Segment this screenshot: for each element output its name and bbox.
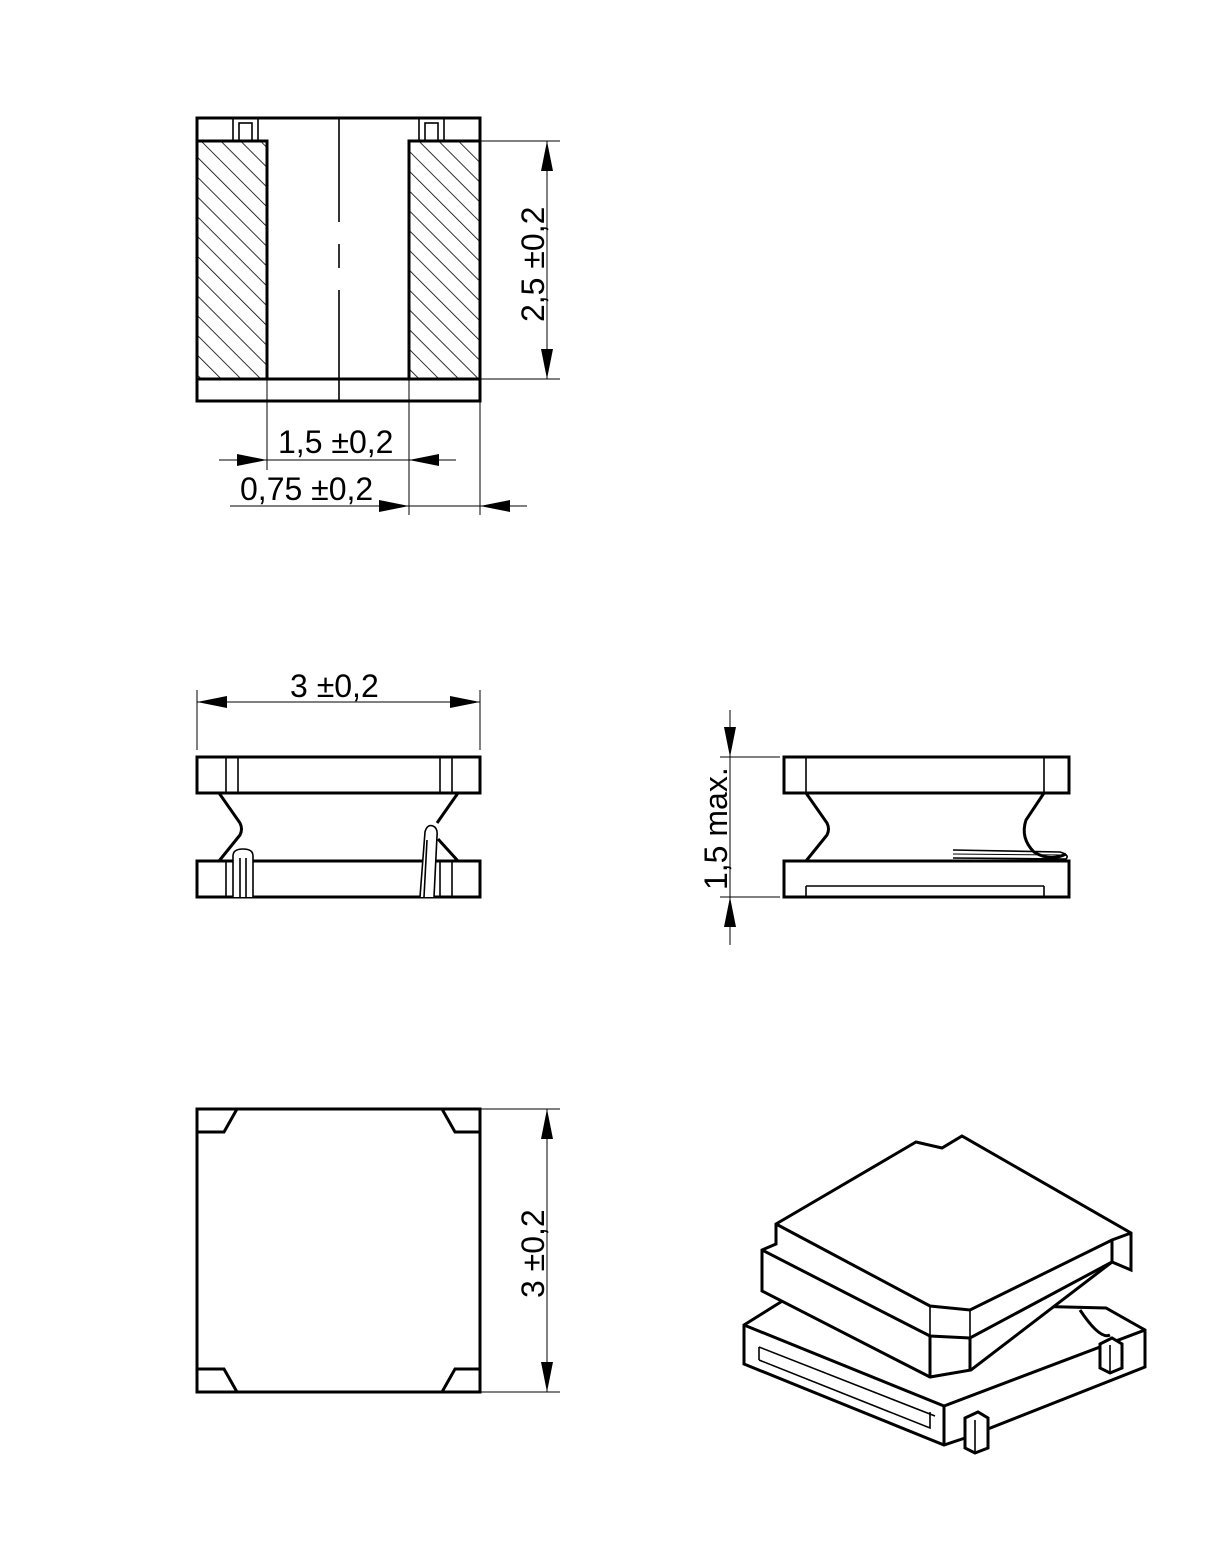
pad-width-dimension-label: 0,75 ±0,2 bbox=[240, 471, 373, 507]
length-dimension-label: 3 ±0,2 bbox=[290, 668, 379, 704]
isometric-view bbox=[742, 1134, 1147, 1455]
height-dimension-label: 2,5 ±0,2 bbox=[515, 207, 551, 322]
height-max-dimension-label: 1,5 max. bbox=[698, 767, 734, 890]
pad-gap-dimension-label: 1,5 ±0,2 bbox=[278, 424, 393, 460]
width-dimension-label: 3 ±0,2 bbox=[515, 1209, 551, 1298]
top-view: 2,5 ±0,2 1,5 ±0,2 0,75 ±0,2 bbox=[195, 116, 560, 515]
right-pad bbox=[407, 139, 482, 381]
front-view: 3 ±0,2 bbox=[195, 668, 482, 899]
bottom-view: 3 ±0,2 bbox=[195, 1107, 560, 1394]
side-view: 1,5 max. bbox=[698, 710, 1071, 945]
left-pad bbox=[195, 139, 269, 381]
